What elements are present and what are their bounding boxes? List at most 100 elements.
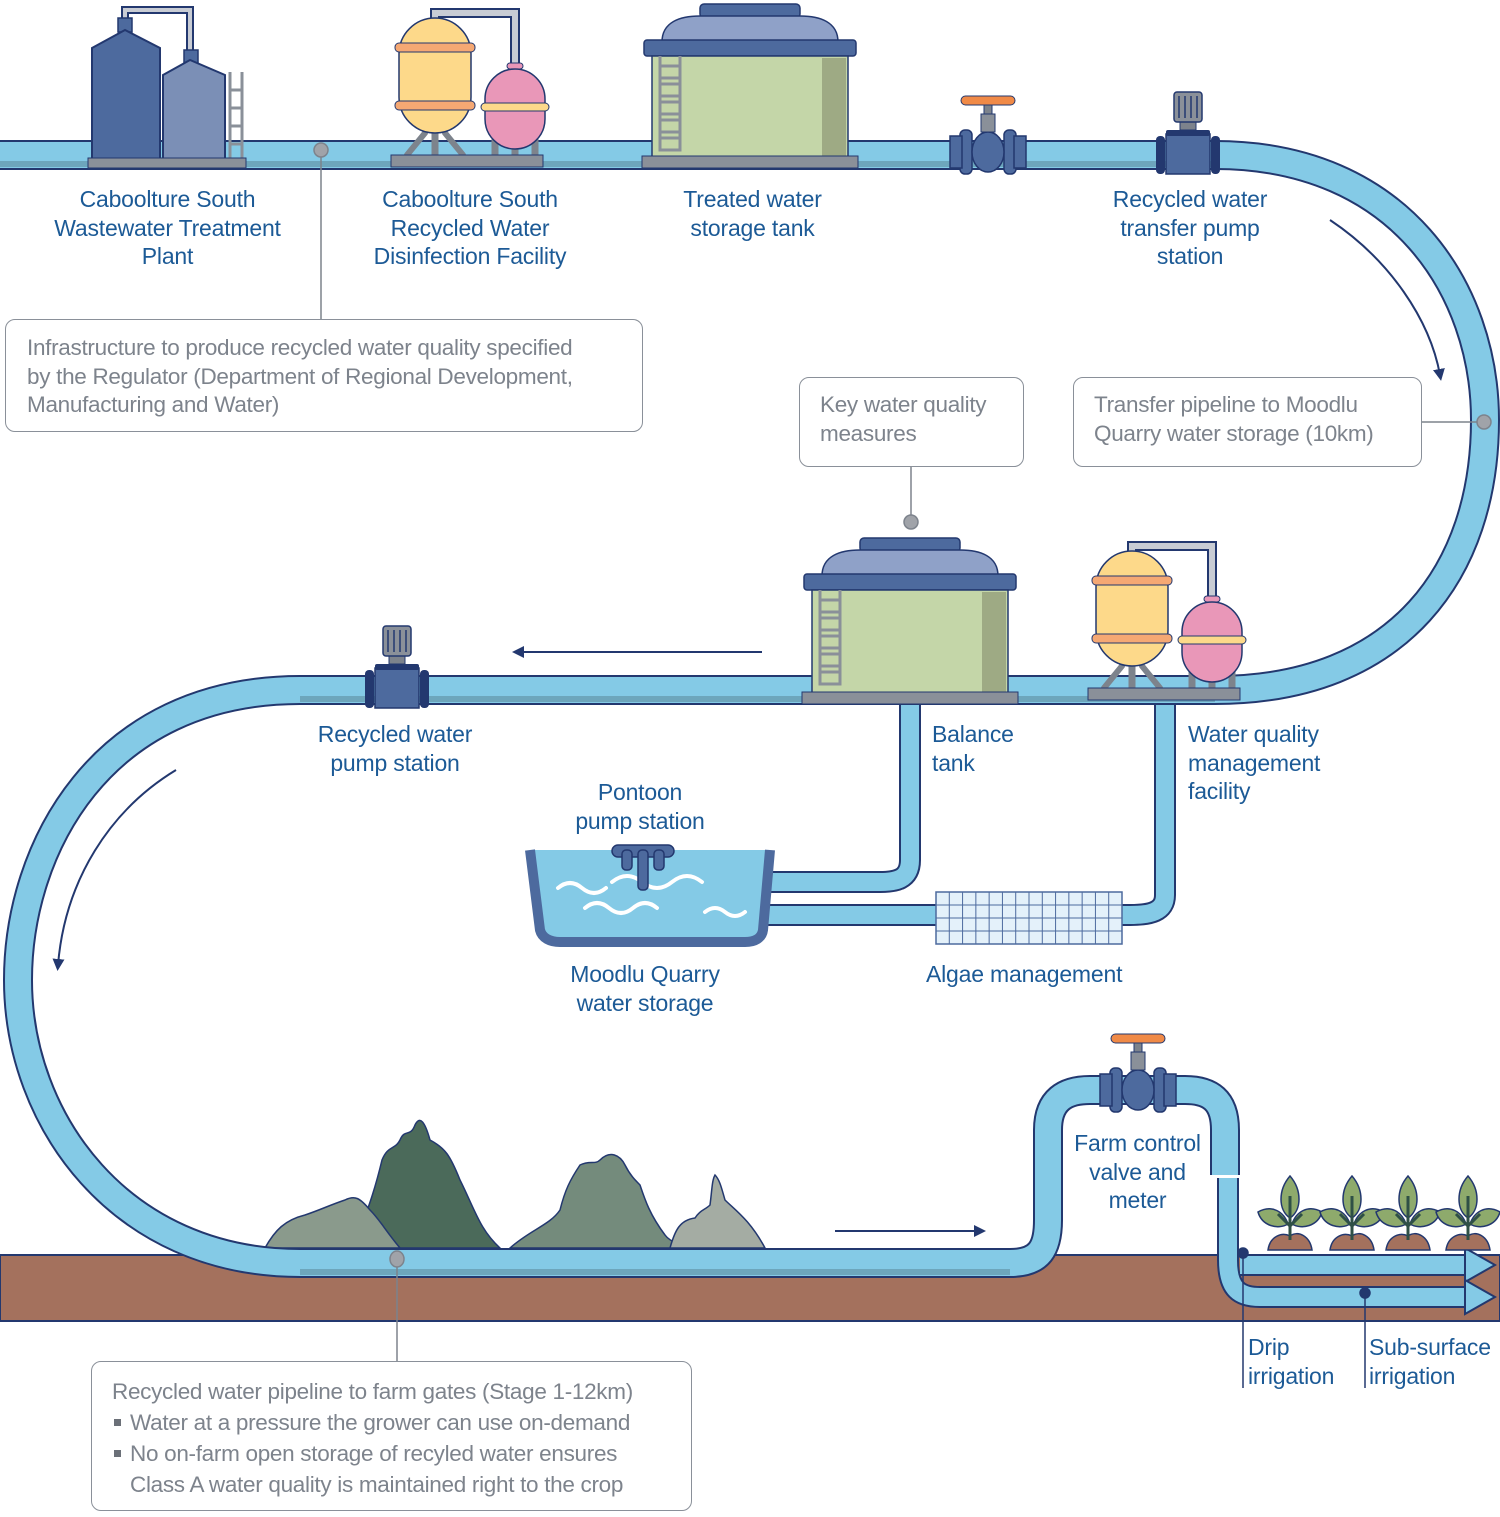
pump-flange bbox=[1211, 136, 1220, 174]
valve-collar bbox=[949, 135, 963, 169]
tank-rim bbox=[803, 573, 1017, 591]
tank-dome bbox=[661, 15, 839, 43]
valve-stem bbox=[980, 113, 996, 133]
gate-valve-icon bbox=[949, 95, 1027, 175]
drip-arrow-head bbox=[1464, 1246, 1498, 1284]
flow-arrows bbox=[52, 219, 1445, 1237]
tank-base bbox=[641, 155, 859, 169]
vessel-leg bbox=[1139, 663, 1163, 691]
vessel-band bbox=[1091, 575, 1173, 586]
hill-mid bbox=[508, 1153, 701, 1249]
yellow-vessel bbox=[398, 17, 472, 134]
label-treated-water-tank: Treated water storage tank bbox=[683, 186, 822, 241]
farm-control-valve-icon bbox=[1099, 1033, 1177, 1113]
yellow-vessel bbox=[1095, 550, 1169, 667]
label-moodlu-quarry-storage: Moodlu Quarry water storage bbox=[570, 961, 720, 1016]
label-recycled-water-pump-station: Recycled water pump station bbox=[317, 721, 473, 776]
stem bbox=[1338, 1212, 1366, 1229]
branch-pipes bbox=[765, 705, 1176, 926]
plant bbox=[1375, 1174, 1441, 1251]
pink-vessel-neck bbox=[1203, 595, 1221, 603]
label-wwtp: Caboolture South Wastewater Treatment Pl… bbox=[54, 186, 281, 269]
tank-dome bbox=[821, 549, 999, 577]
farm-pipeline-bullet-1: Water at a pressure the grower can use o… bbox=[112, 1407, 691, 1438]
irrigation-leaders bbox=[1237, 1247, 1371, 1388]
leaf bbox=[1435, 1208, 1467, 1228]
vessel-leg bbox=[442, 130, 466, 158]
subsurface-dot bbox=[1359, 1287, 1371, 1299]
vessel-base bbox=[1087, 687, 1241, 701]
vessel-leg bbox=[404, 130, 428, 158]
leaf bbox=[1375, 1208, 1407, 1228]
pump-flange bbox=[1156, 136, 1165, 174]
stem bbox=[1394, 1212, 1422, 1229]
note-farm-pipeline: Recycled water pipeline to farm gates (S… bbox=[91, 1361, 692, 1511]
callout-dot-farm-pipeline bbox=[389, 1250, 405, 1268]
recycled-water-pump-icon bbox=[365, 625, 429, 709]
valve-collar bbox=[1013, 135, 1027, 169]
vessel-band bbox=[480, 102, 550, 112]
valve-body bbox=[971, 131, 1005, 173]
flow-arrow-right-bend bbox=[1329, 219, 1445, 381]
pump-top-plate bbox=[1166, 130, 1210, 136]
tank-rim bbox=[643, 39, 857, 57]
callout-dot-transfer-pipeline bbox=[1476, 414, 1492, 430]
callout-dot-key-measures bbox=[903, 514, 919, 530]
water-waves bbox=[556, 874, 747, 918]
pontoon-pump-icon bbox=[611, 844, 675, 891]
valve-collar bbox=[1163, 1073, 1177, 1107]
tank-body bbox=[651, 55, 849, 161]
tank-base bbox=[801, 691, 1019, 705]
flow-arrow-left-bend bbox=[52, 769, 177, 971]
disinfection-facility-icon bbox=[390, 8, 550, 168]
vessel-band bbox=[1091, 633, 1173, 644]
plant bbox=[1435, 1174, 1500, 1251]
irrigation-arrows bbox=[1464, 1246, 1498, 1316]
balance-tank-icon bbox=[801, 537, 1019, 705]
subsurface-arrow-head bbox=[1464, 1278, 1498, 1316]
label-balance-tank: Balance tank bbox=[932, 721, 1014, 776]
wastewater-treatment-plant-icon bbox=[87, 6, 247, 169]
leaf bbox=[1469, 1208, 1500, 1228]
pump-motor bbox=[1173, 91, 1203, 123]
water-quality-facility-icon bbox=[1087, 541, 1247, 701]
drip-dot bbox=[1237, 1247, 1249, 1259]
transfer-pump-icon bbox=[1156, 91, 1220, 175]
pump-motor bbox=[382, 625, 412, 657]
leaf bbox=[1319, 1208, 1351, 1228]
stem bbox=[1454, 1212, 1482, 1229]
vessel-band bbox=[1177, 635, 1247, 645]
valve-stem bbox=[1130, 1051, 1146, 1071]
valve-body bbox=[1121, 1069, 1155, 1111]
label-water-quality-facility: Water quality management facility bbox=[1188, 721, 1321, 804]
valve-collar bbox=[1099, 1073, 1113, 1107]
farm-pipeline-bullet-2: No on-farm open storage of recyled water… bbox=[112, 1438, 691, 1469]
farm-pipeline-heading: Recycled water pipeline to farm gates (S… bbox=[112, 1379, 633, 1404]
label-disinfection-facility: Caboolture South Recycled Water Disinfec… bbox=[373, 186, 567, 269]
algae-management-filter bbox=[935, 891, 1123, 945]
pump-flange bbox=[365, 670, 374, 708]
pump-body bbox=[1165, 133, 1211, 175]
hills bbox=[263, 1119, 767, 1249]
tank-shade bbox=[982, 592, 1006, 694]
tank-shade bbox=[822, 58, 846, 158]
stem bbox=[1276, 1212, 1304, 1229]
hill-pale bbox=[669, 1173, 767, 1249]
label-transfer-pump-station: Recycled water transfer pump station bbox=[1112, 186, 1268, 269]
quarry-pond bbox=[525, 844, 775, 947]
pump-top-plate bbox=[375, 664, 419, 670]
callout-dot-infrastructure bbox=[313, 142, 329, 158]
farm-pipeline-bullet-2-cont: Class A water quality is maintained righ… bbox=[130, 1472, 624, 1497]
label-drip-irrigation: Drip irrigation bbox=[1248, 1334, 1335, 1389]
label-algae-management: Algae management bbox=[926, 961, 1123, 987]
hill-dark bbox=[354, 1119, 502, 1249]
note-infrastructure: Infrastructure to produce recycled water… bbox=[5, 319, 643, 432]
label-farm-control-valve: Farm control valve and meter bbox=[1074, 1130, 1201, 1213]
valve-handle bbox=[1110, 1033, 1166, 1044]
hill-light bbox=[263, 1197, 402, 1249]
plant bbox=[1319, 1174, 1385, 1251]
pump-flange bbox=[420, 670, 429, 708]
label-pontoon-pump-station: Pontoon pump station bbox=[575, 779, 705, 834]
